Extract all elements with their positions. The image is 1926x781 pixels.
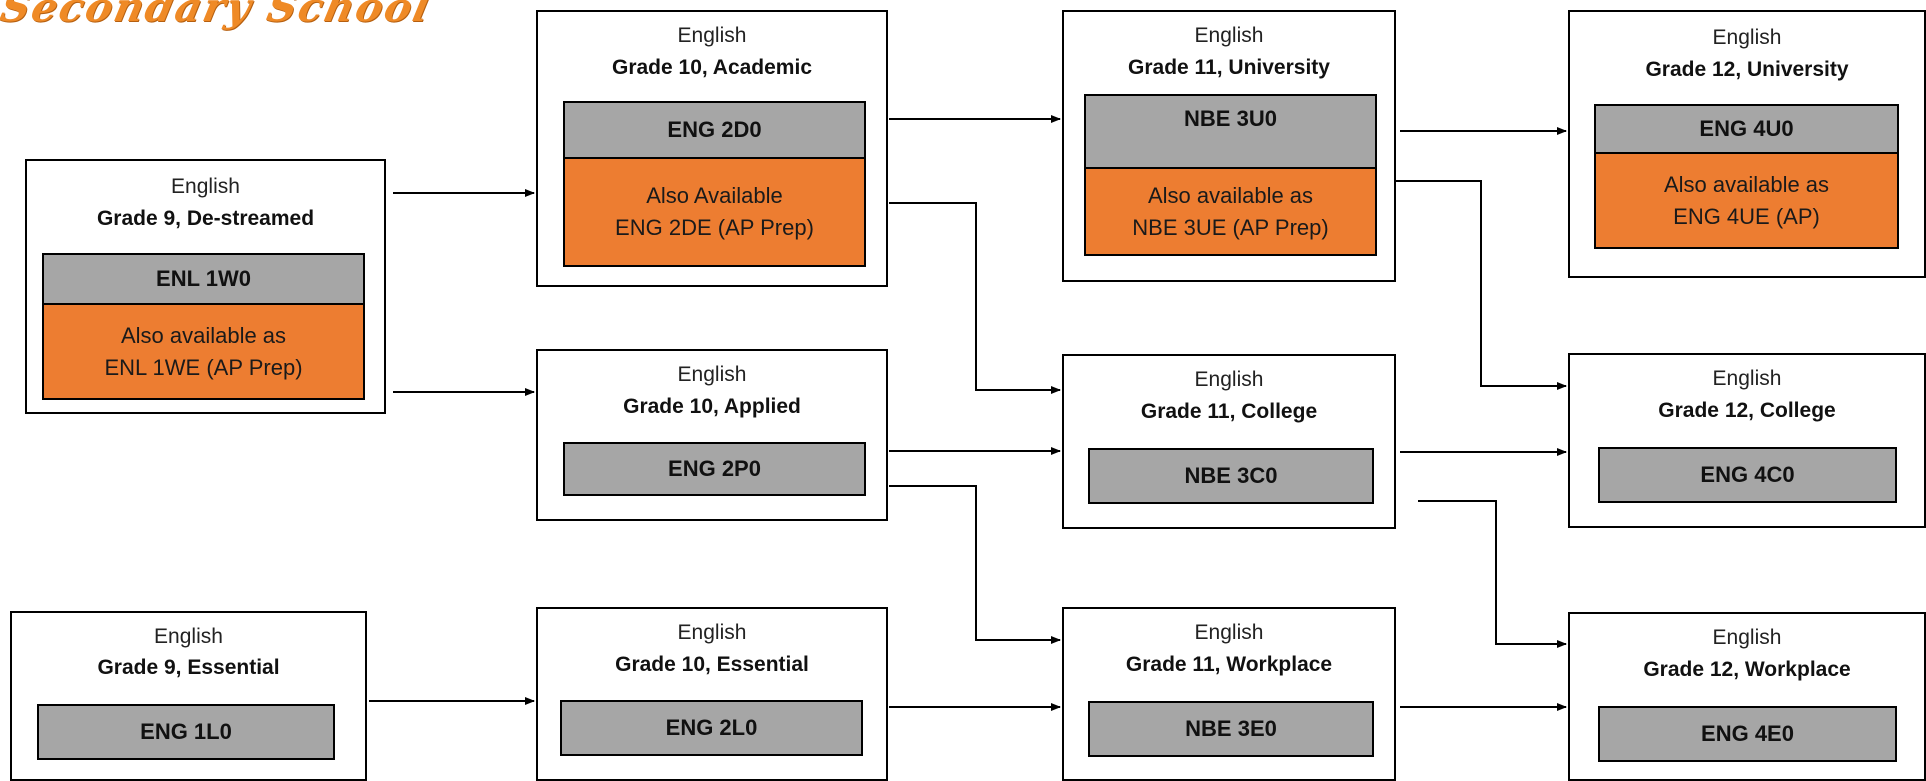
arrow-nbe3c0-to-eng4e0 bbox=[1418, 500, 1567, 648]
course-box-enl1w0: English Grade 9, De-streamed ENL 1W0 Als… bbox=[25, 159, 386, 414]
grade-label: Grade 11, College bbox=[1140, 400, 1318, 423]
grade-label: Grade 12, University bbox=[1645, 58, 1849, 81]
course-code-cell: NBE 3C0 bbox=[1088, 448, 1374, 504]
grade-label: Grade 12, Workplace bbox=[1643, 658, 1851, 681]
course-code-cell: NBE 3E0 bbox=[1088, 701, 1374, 757]
course-box-nbe3e0: English Grade 11, Workplace NBE 3E0 bbox=[1062, 607, 1396, 781]
course-box-eng4u0: English Grade 12, University ENG 4U0 Als… bbox=[1568, 10, 1926, 278]
alternate-offering-code: NBE 3UE (AP Prep) bbox=[1132, 214, 1329, 240]
alternate-offering-cell: Also available as ENL 1WE (AP Prep) bbox=[42, 305, 365, 400]
alternate-offering-cell: Also available as NBE 3UE (AP Prep) bbox=[1084, 169, 1377, 256]
course-code-cell: ENG 2P0 bbox=[563, 442, 866, 496]
arrow-nbe3u0-to-eng4c0 bbox=[1393, 180, 1567, 390]
alternate-offering-line: Also Available bbox=[646, 183, 783, 208]
subject-label: English bbox=[1194, 368, 1264, 391]
grade-label: Grade 9, De-streamed bbox=[96, 207, 315, 230]
subject-label: English bbox=[1194, 24, 1264, 47]
alternate-offering-code: ENG 4UE (AP) bbox=[1673, 203, 1820, 229]
course-box-eng2d0: English Grade 10, Academic ENG 2D0 Also … bbox=[536, 10, 888, 287]
alternate-offering-line: Also available as bbox=[120, 322, 287, 348]
grade-label: Grade 9, Essential bbox=[97, 656, 280, 679]
grade-label: Grade 10, Applied bbox=[623, 395, 801, 418]
alternate-offering-code: ENL 1WE (AP Prep) bbox=[104, 354, 303, 380]
subject-label: English bbox=[1194, 621, 1264, 644]
alternate-offering-line: Also available as bbox=[1663, 171, 1830, 197]
subject-label: English bbox=[677, 24, 747, 47]
course-box-eng4e0: English Grade 12, Workplace ENG 4E0 bbox=[1568, 612, 1926, 781]
subject-label: English bbox=[1712, 367, 1782, 390]
grade-label: Grade 10, Academic bbox=[612, 56, 812, 79]
alternate-offering-code: ENG 2DE (AP Prep) bbox=[615, 215, 814, 240]
alternate-offering-cell: Also Available ENG 2DE (AP Prep) bbox=[563, 159, 866, 267]
arrow-eng2d0-to-nbe3c0 bbox=[889, 202, 1061, 394]
alternate-offering-line: Also available as bbox=[1147, 182, 1314, 208]
course-box-eng1l0: English Grade 9, Essential ENG 1L0 bbox=[10, 611, 367, 781]
course-code-cell: ENG 2L0 bbox=[560, 700, 863, 756]
course-code-cell: ENG 1L0 bbox=[37, 704, 335, 760]
course-code-cell: ENL 1W0 bbox=[42, 253, 365, 305]
subject-label: English bbox=[677, 363, 747, 386]
grade-label: Grade 10, Essential bbox=[615, 653, 809, 676]
course-box-eng2l0: English Grade 10, Essential ENG 2L0 bbox=[536, 607, 888, 781]
course-box-eng4c0: English Grade 12, College ENG 4C0 bbox=[1568, 353, 1926, 528]
course-code-cell: ENG 4C0 bbox=[1598, 447, 1897, 503]
arrow-eng2p0-to-nbe3e0 bbox=[889, 485, 1061, 644]
course-box-nbe3u0: English Grade 11, University NBE 3U0 Als… bbox=[1062, 10, 1396, 282]
subject-label: English bbox=[677, 621, 747, 644]
grade-label: Grade 11, Workplace bbox=[1125, 653, 1333, 676]
course-code-cell: ENG 2D0 bbox=[563, 101, 866, 159]
subject-label: English bbox=[1712, 26, 1782, 49]
subject-label: English bbox=[154, 625, 223, 648]
subject-label: English bbox=[1712, 626, 1782, 649]
alternate-offering-cell: Also available as ENG 4UE (AP) bbox=[1594, 154, 1899, 249]
course-code-cell: ENG 4U0 bbox=[1594, 104, 1899, 154]
course-code-cell: NBE 3U0 bbox=[1084, 94, 1377, 169]
course-code-cell: ENG 4E0 bbox=[1598, 706, 1897, 762]
course-box-nbe3c0: English Grade 11, College NBE 3C0 bbox=[1062, 354, 1396, 529]
course-box-eng2p0: English Grade 10, Applied ENG 2P0 bbox=[536, 349, 888, 521]
grade-label: Grade 11, University bbox=[1128, 56, 1330, 79]
grade-label: Grade 12, College bbox=[1658, 399, 1836, 422]
subject-label: English bbox=[171, 175, 240, 198]
